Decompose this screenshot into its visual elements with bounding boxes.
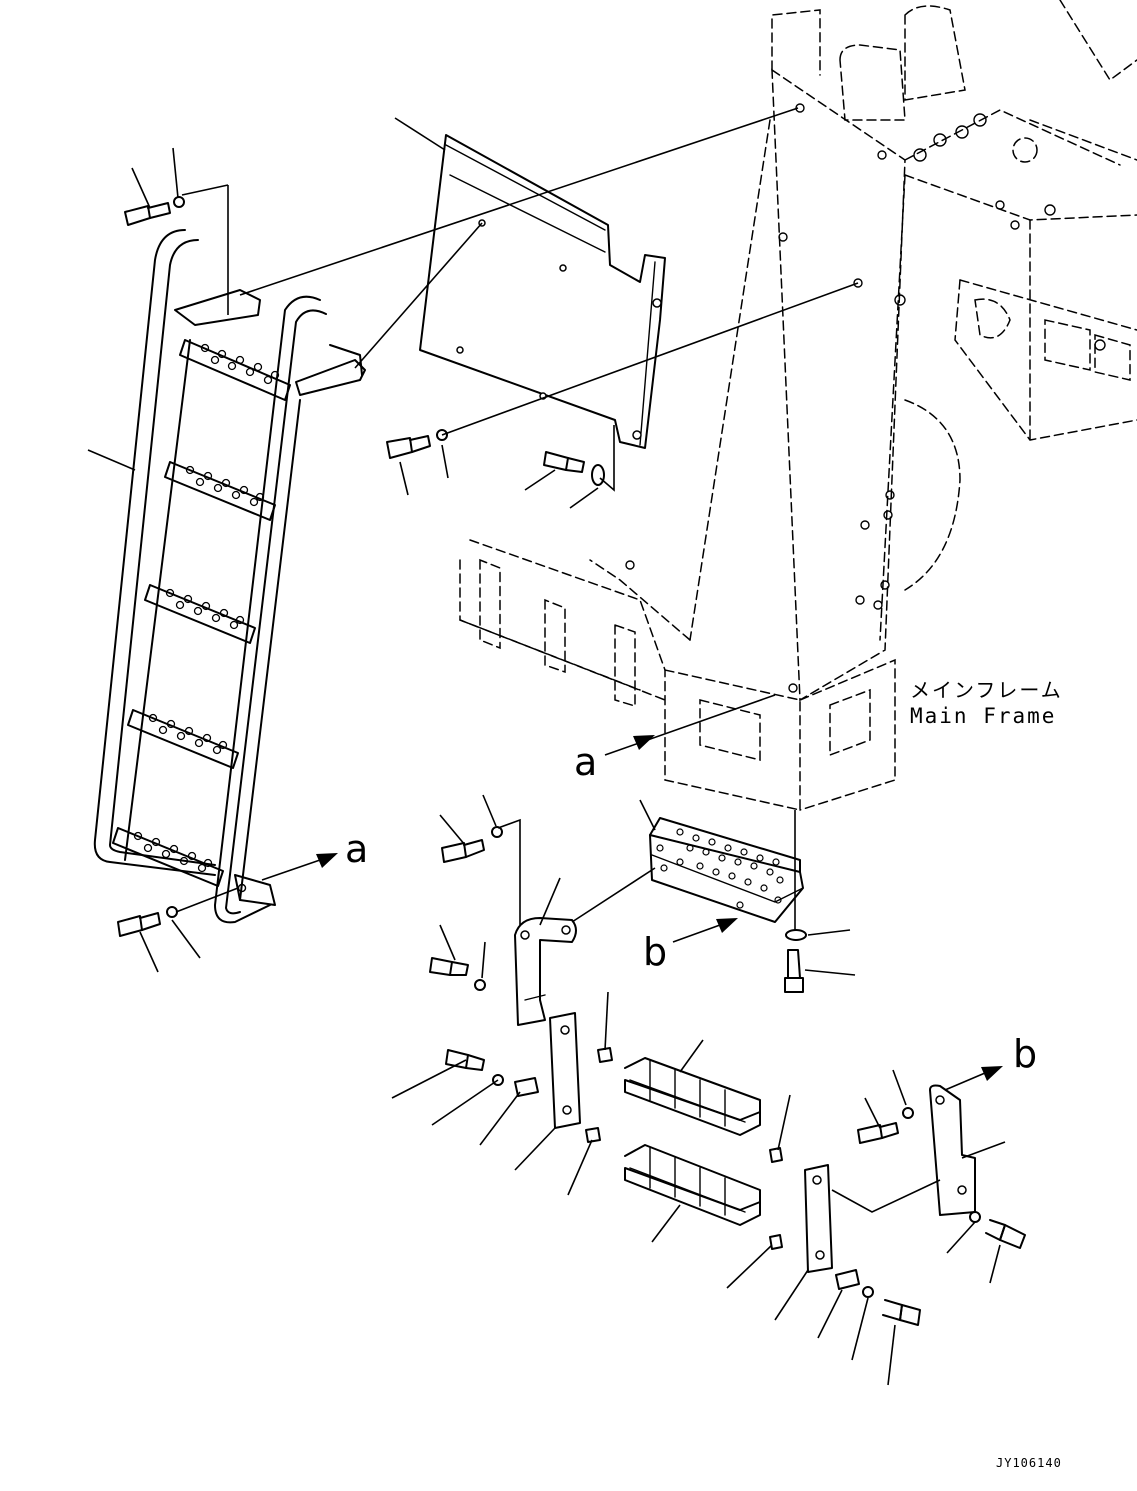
bolt-step-vertical: [784, 929, 807, 993]
bolt-stay-lower: [429, 957, 486, 991]
reference-letter-a-ladder: a: [345, 827, 368, 871]
top-step: [649, 817, 804, 923]
alignment-lines: [175, 107, 941, 1213]
ladder-tread-1: [179, 339, 291, 401]
bolt-hanger-left: [445, 1049, 504, 1086]
frame-bolt-heads: [625, 103, 1106, 693]
arrow-b-bracket: [944, 1066, 1003, 1091]
grating-step-lower: [624, 1144, 761, 1226]
ladder-tread-5: [112, 827, 224, 887]
drawing-number: JY106140: [996, 1456, 1062, 1470]
hanger-plate-left: [549, 1012, 581, 1129]
right-step-stay: [929, 1084, 976, 1216]
ladder-assembly: [93, 229, 366, 924]
main-frame-label-jp: メインフレーム: [910, 678, 1063, 702]
arrow-a-frame: [604, 694, 776, 756]
left-step-stay: [514, 917, 577, 1026]
cover-plate: [419, 134, 666, 449]
bolt-hanger-right: [862, 1286, 921, 1326]
leader-lines: [87, 117, 1006, 1386]
bolt-ladder-top: [124, 196, 185, 226]
arrow-a-ladder: [261, 853, 338, 881]
ladder-tread-2: [164, 461, 276, 521]
bolt-cover-left: [386, 429, 448, 459]
bolt-cover-right: [543, 451, 605, 486]
main-frame: [459, 0, 1137, 811]
bolt-ladder-bottom: [117, 906, 178, 937]
main-frame-label-en: Main Frame: [910, 704, 1056, 728]
arrow-b-step: [672, 918, 738, 943]
spacer-collars: [514, 1047, 860, 1290]
ladder-tread-3: [144, 584, 256, 644]
reference-letter-b-step: b: [643, 930, 667, 974]
bolt-bracket-right-top: [857, 1107, 914, 1144]
reference-letter-a-frame: a: [574, 740, 597, 784]
grating-step-upper: [624, 1057, 761, 1136]
hanger-plate-right: [804, 1164, 833, 1273]
reference-letter-b-bracket: b: [1013, 1032, 1037, 1076]
bolt-stay-upper: [441, 826, 503, 863]
ladder-tread-4: [127, 709, 239, 769]
bolt-bracket-right-bottom: [969, 1211, 1026, 1249]
